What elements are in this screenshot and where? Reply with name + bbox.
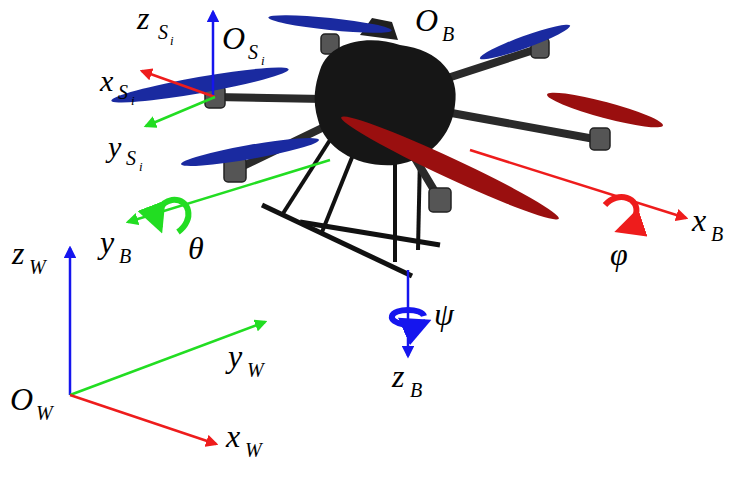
axis-subscript: W: [36, 403, 53, 423]
propellers: [110, 12, 665, 228]
motors: [205, 34, 610, 212]
axis-label: y: [100, 226, 114, 258]
axis-label: O: [222, 22, 245, 54]
axis-z-rotor: [212, 12, 215, 97]
axis-subscript: W: [247, 360, 264, 380]
axis-y-world: [70, 322, 265, 395]
axis-x-body: [470, 150, 686, 218]
axis-label: x: [226, 420, 240, 452]
axis-subscript: S: [248, 42, 258, 62]
axis-subscript: S: [158, 22, 168, 42]
axis-label: θ: [188, 232, 204, 264]
axis-label: φ: [610, 238, 628, 270]
axis-label: z: [12, 237, 24, 269]
gear-leg: [282, 140, 330, 215]
pitch-arrow: [158, 200, 188, 232]
axis-x-world: [70, 395, 216, 444]
gear-skid: [300, 222, 440, 245]
axis-label: z: [137, 2, 149, 34]
roll-arrow: [605, 197, 636, 230]
axis-subscript: i: [139, 160, 143, 173]
axis-x-rotor: [142, 71, 215, 97]
axis-subscript: i: [170, 34, 174, 47]
body-frame: [128, 150, 686, 356]
axis-subscript: i: [131, 94, 135, 107]
rotor-frame: [142, 12, 215, 126]
world-frame: [70, 248, 265, 444]
axis-label: ψ: [434, 298, 454, 330]
axis-subscript: B: [442, 24, 454, 44]
gear-skid: [262, 205, 412, 276]
axis-subscript: B: [711, 224, 723, 244]
axis-label: O: [415, 4, 438, 36]
propeller-blue: [478, 20, 572, 64]
axis-label: z: [392, 360, 404, 392]
propeller-blue: [180, 133, 320, 171]
propeller-blue: [268, 12, 393, 37]
axis-subscript: S: [126, 148, 136, 168]
yaw-arrow: [392, 310, 426, 325]
axis-z-world: [69, 248, 72, 395]
axis-label: x: [692, 204, 706, 236]
gear-leg: [393, 160, 397, 262]
axis-label: x: [100, 66, 113, 96]
axis-subscript: W: [245, 440, 262, 460]
axis-subscript: i: [261, 54, 265, 67]
axis-subscript: S: [118, 82, 128, 102]
gear-leg: [322, 150, 355, 232]
axis-subscript: B: [410, 380, 422, 400]
axis-label: y: [228, 340, 242, 372]
axis-subscript: W: [29, 257, 46, 277]
axis-subscript: B: [119, 246, 131, 266]
axis-label: y: [108, 132, 121, 162]
axis-y-rotor: [146, 97, 215, 126]
motor: [590, 128, 610, 150]
motor: [429, 188, 451, 212]
axis-label: O: [10, 383, 33, 415]
propeller-red: [545, 87, 665, 134]
propeller-blue: [110, 61, 290, 108]
